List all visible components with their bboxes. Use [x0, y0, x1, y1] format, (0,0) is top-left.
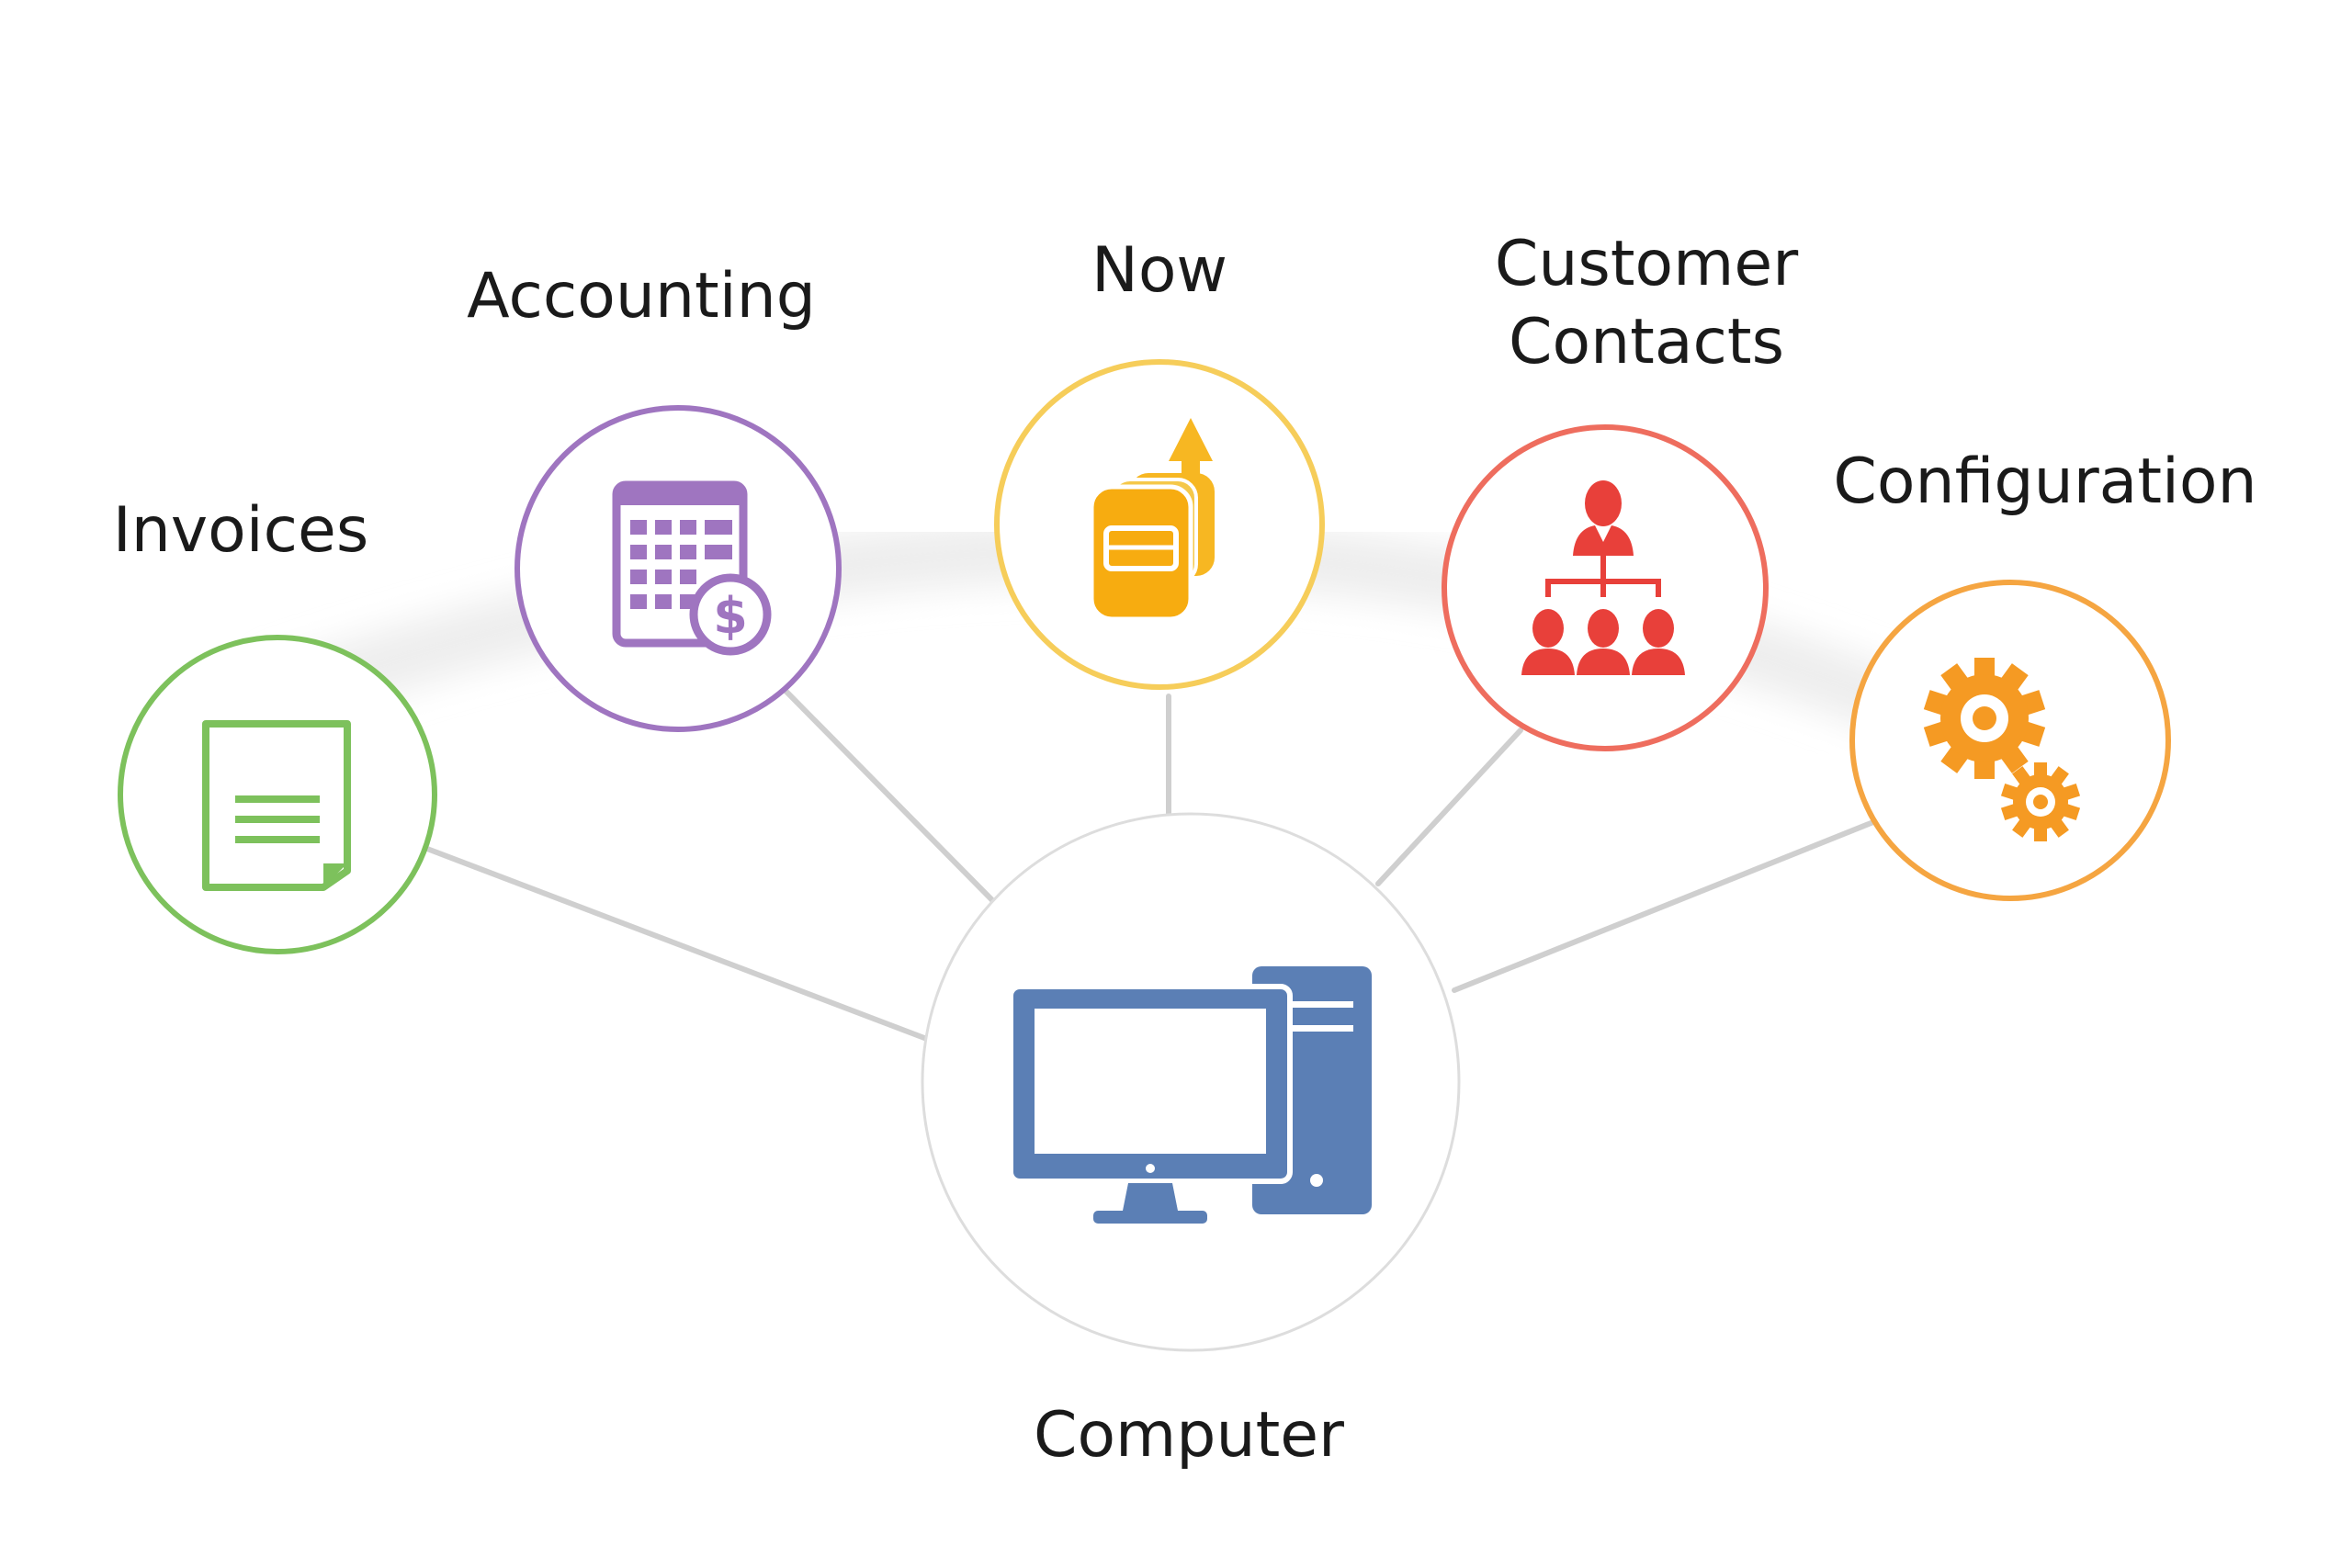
node-configuration: [1849, 580, 2171, 901]
org-chart-people-icon: [1521, 480, 1685, 675]
connector-contacts: [1375, 728, 1523, 886]
label-now: Now: [1091, 234, 1228, 307]
label-invoices: Invoices: [112, 494, 369, 567]
invoice-document-icon: [202, 720, 351, 891]
label-customer-contacts: Customer Contacts: [1494, 228, 1799, 378]
connectors: [424, 688, 1881, 1043]
node-now: [994, 359, 1325, 690]
label-configuration: Configuration: [1833, 446, 2257, 518]
desktop-computer-icon: [1008, 966, 1372, 1224]
svg-text:$: $: [713, 587, 748, 645]
node-contacts: [1442, 424, 1769, 751]
label-accounting: Accounting: [467, 260, 816, 333]
connector-configuration: [1452, 818, 1881, 993]
storage-upload-icon: [1089, 418, 1215, 622]
node-accounting: $: [514, 405, 842, 732]
calendar-dollar-icon: $: [612, 480, 772, 656]
connector-invoices: [424, 846, 934, 1043]
label-computer: Computer: [1033, 1399, 1345, 1472]
gears-icon: [1923, 658, 2081, 841]
connector-accounting: [783, 688, 998, 906]
node-invoices: [118, 635, 437, 954]
node-computer: [921, 812, 1461, 1352]
